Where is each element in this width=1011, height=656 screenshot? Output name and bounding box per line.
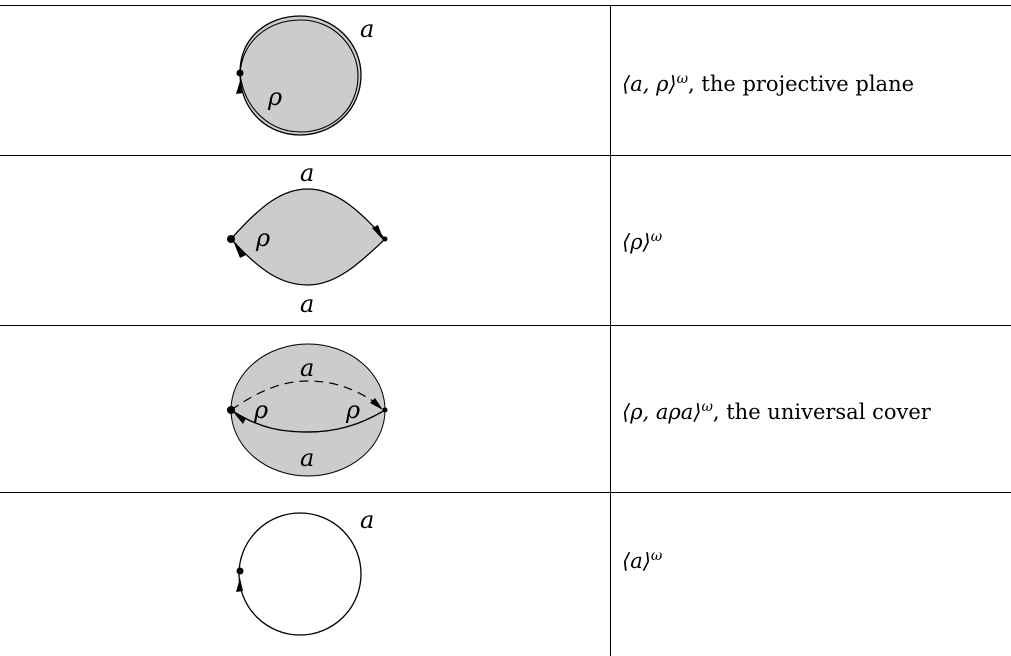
a-description: ⟨a⟩ω <box>622 548 663 573</box>
table-row-rho: a a ρ ⟨ρ⟩ω <box>0 155 1011 325</box>
right-vertex <box>382 236 388 242</box>
lens-figure: a a ρ <box>0 155 610 325</box>
table-top-rule <box>0 5 1011 6</box>
label-rho-right: ρ <box>345 396 360 424</box>
lens-fill <box>230 188 386 286</box>
arrow-bottom <box>234 243 246 258</box>
equator-front <box>230 409 386 433</box>
table-column-divider <box>610 5 611 656</box>
orientation-arrow <box>236 578 243 592</box>
label-rho: ρ <box>267 83 282 111</box>
equator-back <box>230 380 386 411</box>
universal-cover-description: ⟨ρ, aρa⟩ω, the universal cover <box>622 399 931 424</box>
projective-plane-figure: a ρ <box>0 5 610 155</box>
rho-description: ⟨ρ⟩ω <box>622 229 663 254</box>
basepoint <box>236 69 244 77</box>
basepoint <box>236 567 244 575</box>
orientation-arrow <box>236 81 243 94</box>
table-row-a: a ⟨a⟩ω <box>0 492 1011 656</box>
disk-edge-inner <box>239 19 359 133</box>
arrow-top <box>372 225 384 241</box>
arrow-left <box>234 413 246 424</box>
loop-circle <box>238 512 362 636</box>
projective-plane-description: ⟨a, ρ⟩ω, the projective plane <box>622 71 915 96</box>
universal-cover-figure: a a ρ ρ <box>0 325 610 492</box>
table-row-divider-1 <box>0 155 1011 156</box>
label-a: a <box>360 506 374 534</box>
left-vertex <box>227 406 235 414</box>
table-row-divider-2 <box>0 325 1011 326</box>
disk-fill <box>239 15 362 136</box>
label-a-top: a <box>300 354 314 382</box>
label-rho-left: ρ <box>253 396 268 424</box>
table-row-universal-cover: a a ρ ρ ⟨ρ, aρa⟩ω, the universal cover <box>0 325 1011 492</box>
table-row-divider-3 <box>0 492 1011 493</box>
circle-figure: a <box>0 492 610 656</box>
left-vertex <box>227 235 235 243</box>
label-rho: ρ <box>255 224 270 252</box>
label-a-bottom: a <box>300 444 314 472</box>
label-a-top: a <box>300 159 314 187</box>
label-a: a <box>360 15 374 43</box>
table-row-projective-plane: a ρ ⟨a, ρ⟩ω, the projective plane <box>0 5 1011 155</box>
label-a-bottom: a <box>300 290 314 318</box>
right-vertex <box>382 407 388 413</box>
arrow-right <box>370 398 383 410</box>
